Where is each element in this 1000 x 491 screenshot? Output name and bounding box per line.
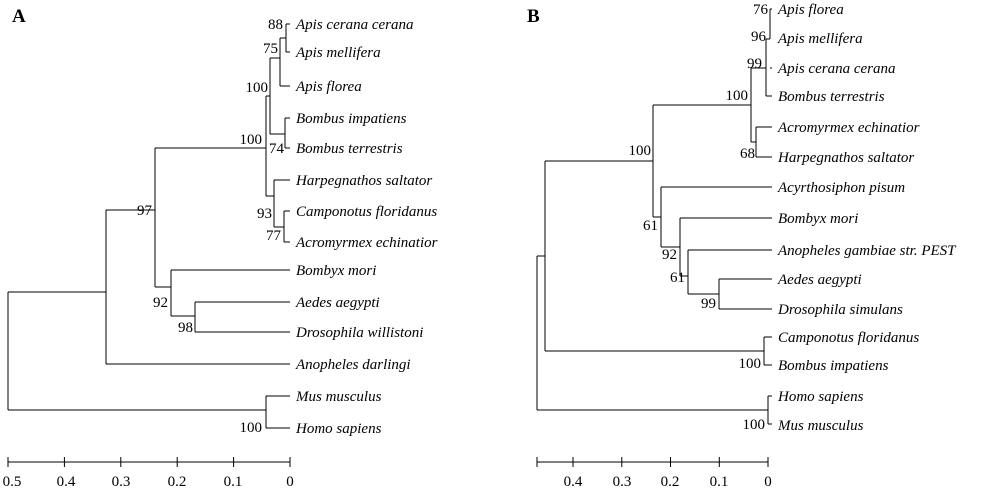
panel-a-letter: A	[12, 6, 26, 27]
bootstrap-value: 68	[740, 146, 755, 162]
bootstrap-value: 97	[137, 203, 153, 219]
panel-a: A	[3, 6, 438, 490]
taxon-label: Bombyx mori	[778, 211, 858, 227]
taxon-label: Homo sapiens	[295, 421, 382, 437]
taxon-label: Drosophila willistoni	[295, 325, 423, 341]
taxon-label: Acromyrmex echinatior	[777, 120, 920, 136]
bootstrap-value: 61	[670, 270, 685, 286]
bootstrap-value: 100	[240, 420, 263, 436]
axis-tick-label: 0.3	[112, 474, 131, 490]
panel-b-branches	[536, 8, 772, 425]
bootstrap-value: 100	[726, 88, 749, 104]
axis-tick-label: 0.3	[613, 474, 632, 490]
taxon-label: Apis florea	[777, 2, 844, 18]
bootstrap-value: 96	[751, 29, 767, 45]
taxon-label: Bombyx mori	[296, 263, 376, 279]
taxon-label: Apis cerana cerana	[295, 17, 413, 33]
bootstrap-value: 100	[240, 132, 263, 148]
taxon-label: Anopheles darlingi	[295, 357, 411, 373]
panel-b: B	[527, 2, 957, 490]
bootstrap-value: 75	[263, 41, 278, 57]
axis-tick-label: 0.1	[710, 474, 729, 490]
taxon-label: Aedes aegypti	[777, 272, 862, 288]
bootstrap-value: 88	[268, 17, 283, 33]
panel-b-taxon-labels: Apis florea Apis mellifera Apis cerana c…	[777, 2, 957, 434]
bootstrap-value: 74	[269, 141, 285, 157]
taxon-label: Harpegnathos saltator	[777, 150, 914, 166]
taxon-label: Bombus terrestris	[778, 89, 885, 105]
panel-a-scale-axis: 0.5 0.4 0.3 0.2 0.1 0	[3, 457, 294, 490]
axis-tick-label: 0.2	[661, 474, 680, 490]
taxon-label: Harpegnathos saltator	[295, 173, 432, 189]
bootstrap-value: 100	[743, 417, 766, 433]
panel-a-bootstrap-labels: 88 75 100 100 74 93 77 97 92 98 100	[137, 17, 285, 436]
bootstrap-value: 99	[701, 296, 716, 312]
panel-a-branches	[7, 23, 290, 429]
axis-tick-label: 0.4	[57, 474, 76, 490]
taxon-label: Bombus impatiens	[778, 358, 889, 374]
axis-tick-label: 0.1	[224, 474, 243, 490]
bootstrap-value: 99	[747, 56, 762, 72]
panel-b-scale-axis: 0.4 0.3 0.2 0.1 0	[536, 457, 772, 490]
bootstrap-value: 100	[246, 80, 269, 96]
taxon-label: Apis mellifera	[295, 45, 381, 61]
taxon-label: Apis florea	[295, 79, 362, 95]
bootstrap-value: 100	[629, 143, 652, 159]
axis-tick-label: 0	[764, 474, 772, 490]
taxon-label: Anopheles gambiae str. PEST	[777, 243, 957, 259]
bootstrap-value: 98	[178, 320, 193, 336]
bootstrap-value: 77	[266, 228, 282, 244]
taxon-label: Acyrthosiphon pisum	[777, 180, 905, 196]
taxon-label: Camponotus floridanus	[778, 330, 919, 346]
taxon-label: Aedes aegypti	[295, 295, 380, 311]
axis-tick-label: 0.5	[3, 474, 22, 490]
taxon-label: Bombus terrestris	[296, 141, 403, 157]
taxon-label: Apis cerana cerana	[777, 61, 895, 77]
taxon-label: Homo sapiens	[777, 389, 864, 405]
bootstrap-value: 92	[662, 247, 677, 263]
taxon-label: Mus musculus	[777, 418, 864, 434]
bootstrap-value: 92	[153, 295, 168, 311]
axis-tick-label: 0	[286, 474, 294, 490]
bootstrap-value: 61	[643, 218, 658, 234]
bootstrap-value: 76	[753, 2, 769, 18]
panel-b-letter: B	[527, 6, 540, 27]
bootstrap-value: 100	[739, 356, 762, 372]
taxon-label: Bombus impatiens	[296, 111, 407, 127]
axis-tick-label: 0.2	[168, 474, 187, 490]
panel-a-taxon-labels: Apis cerana cerana Apis mellifera Apis f…	[295, 17, 438, 437]
axis-tick-label: 0.4	[564, 474, 583, 490]
taxon-label: Mus musculus	[295, 389, 382, 405]
taxon-label: Drosophila simulans	[777, 302, 903, 318]
taxon-label: Apis mellifera	[777, 31, 863, 47]
taxon-label: Acromyrmex echinatior	[295, 235, 438, 251]
taxon-label: Camponotus floridanus	[296, 204, 437, 220]
panel-b-bootstrap-labels: 76 96 99 100 68 100 61 92 61 99 100 100	[629, 2, 769, 433]
bootstrap-value: 93	[257, 206, 272, 222]
